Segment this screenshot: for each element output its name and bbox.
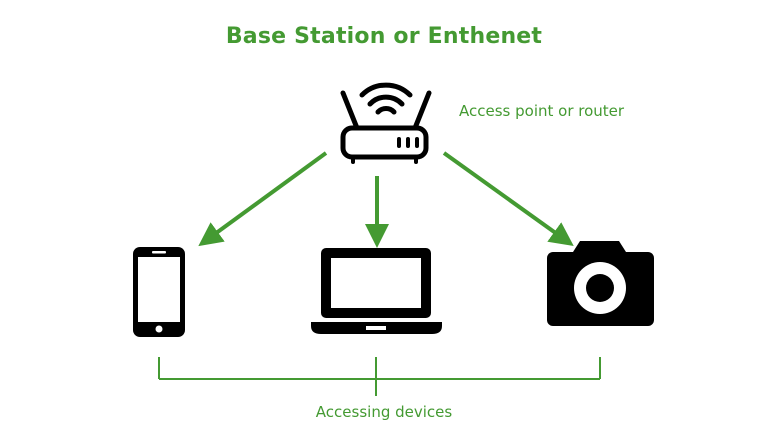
wifi-router-icon [340,82,432,164]
devices-bracket [158,357,601,396]
arrow-router-to-camera [442,151,574,246]
connections [198,151,574,248]
antenna-right [412,90,432,131]
access-point-label: Access point or router [459,102,625,120]
accessing-devices-label: Accessing devices [315,403,453,421]
diagram-title: Base Station or Enthenet [225,24,543,49]
wifi-arc-outer [359,82,413,98]
smartphone-icon [133,247,185,337]
router-body [340,125,429,160]
wifi-arc-inner [375,106,397,115]
arrow-router-to-phone [198,151,328,247]
laptop-icon [311,248,442,334]
camera-icon [547,241,654,326]
wifi-arc-middle [367,94,405,107]
antenna-left [340,90,360,131]
